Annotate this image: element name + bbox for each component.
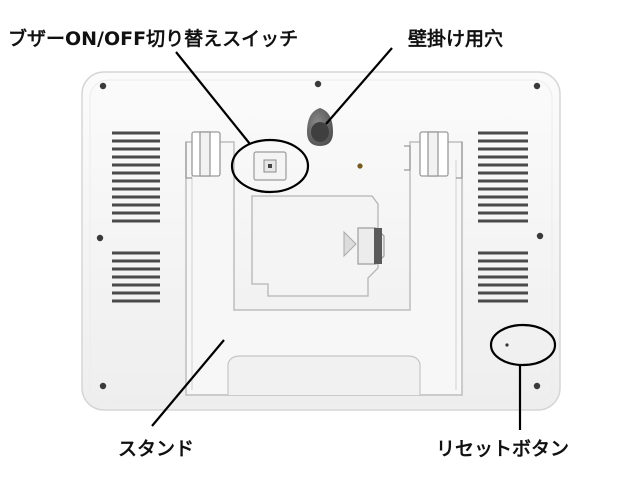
- stand-foot: [227, 355, 421, 395]
- wall-hook-hole: [307, 108, 333, 146]
- screws: [96, 80, 544, 390]
- reset-button: [505, 343, 509, 347]
- wall-hook-callout-line: [325, 47, 393, 125]
- buzzer-switch-label: ブザーON/OFF切り替えスイッチ: [8, 28, 299, 50]
- sensor-hole: [357, 163, 363, 169]
- device-body-inner-edge: [89, 79, 553, 403]
- buzzer-switch-callout-ellipse: [230, 138, 310, 194]
- screw-icon: [96, 234, 104, 242]
- right-vent: [478, 131, 528, 303]
- stand-label: スタンド: [118, 438, 195, 460]
- screw-icon: [533, 382, 541, 390]
- screw-icon: [99, 82, 107, 90]
- left-vent: [112, 131, 160, 303]
- callouts: [151, 47, 557, 430]
- screw-icon: [536, 232, 544, 240]
- reset-button-label: リセットボタン: [436, 438, 570, 460]
- screw-icon: [533, 82, 541, 90]
- buzzer-switch-callout-line: [175, 51, 251, 145]
- battery-cover: [251, 195, 379, 297]
- wall-hook-hole-label: 壁掛け用穴: [408, 28, 504, 50]
- stand-callout-line: [151, 339, 225, 427]
- screw-icon: [314, 80, 322, 88]
- stand-hinges: [191, 131, 449, 177]
- screw-icon: [99, 382, 107, 390]
- reset-callout-ellipse: [489, 323, 557, 367]
